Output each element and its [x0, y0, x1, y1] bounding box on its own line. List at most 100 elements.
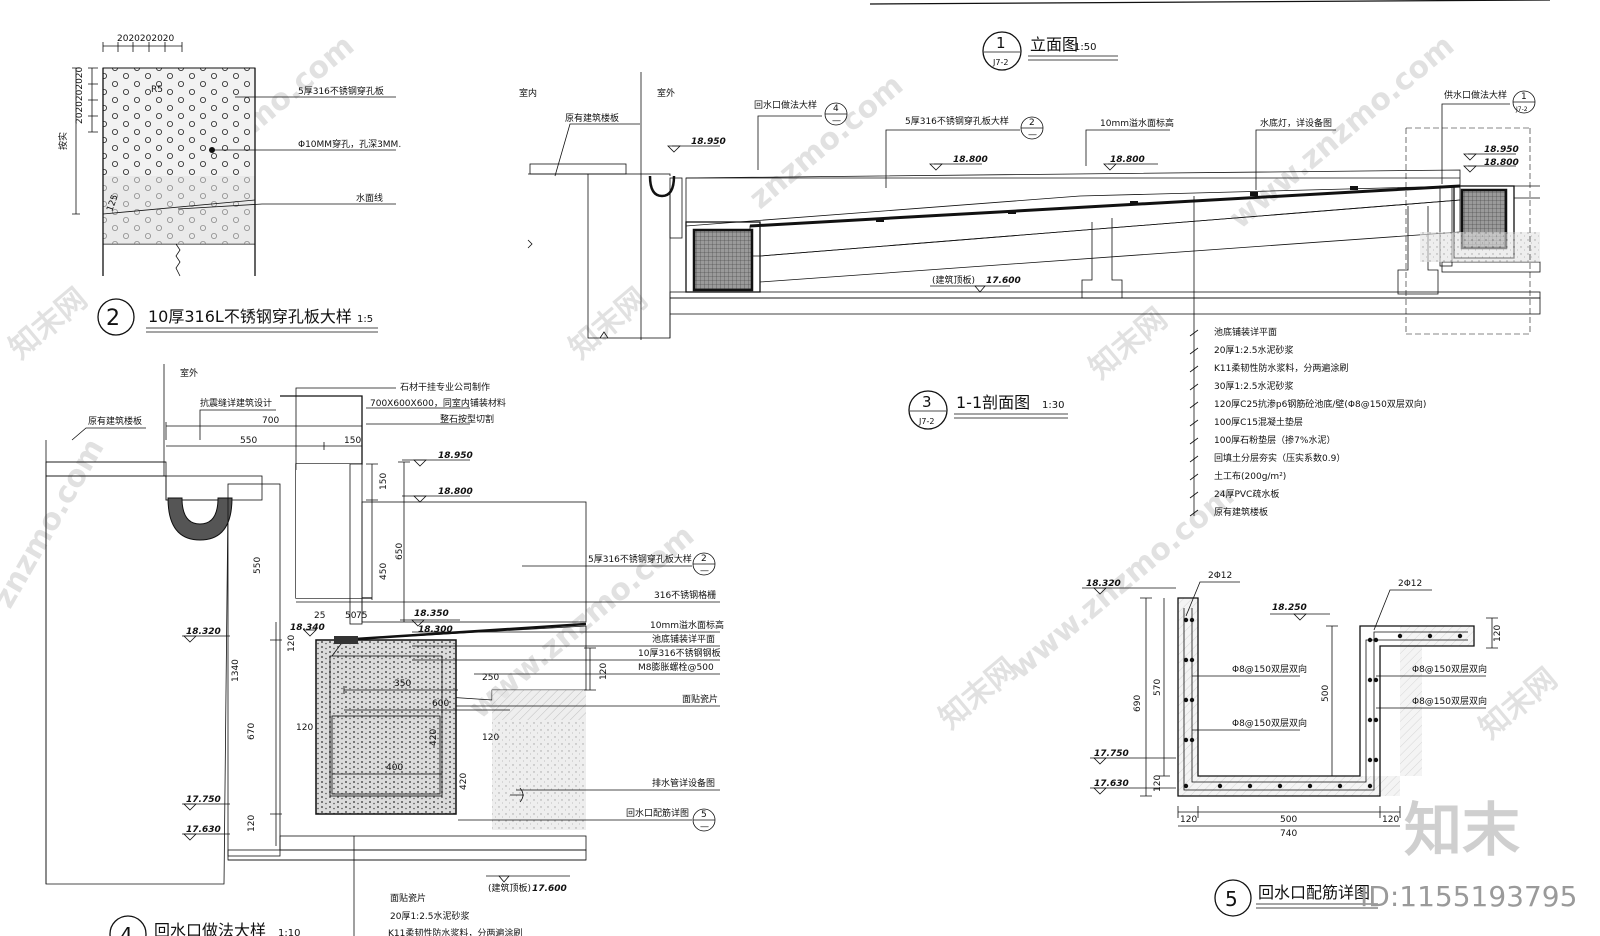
svg-text:回填土分层夯实（压实系数0.9）: 回填土分层夯实（压实系数0.9）	[1214, 452, 1345, 464]
elevation-marker: 17.600	[986, 276, 1021, 286]
watermark-id: ID:1155193795	[1360, 880, 1577, 913]
label-existing-slab: 原有建筑楼板	[565, 112, 619, 124]
section-sheet: J7-2	[918, 417, 934, 426]
svg-text:面贴瓷片: 面贴瓷片	[390, 892, 426, 904]
elevation-marker: 18.320	[1086, 579, 1121, 589]
watermark-text: 知末网	[563, 281, 654, 366]
label-cut: 整石按型切割	[440, 413, 494, 425]
elevation-marker: 18.320	[186, 627, 221, 637]
dim-text: 570	[1153, 679, 1163, 696]
dim-text: 600	[432, 699, 449, 709]
watermark-text: znzmo.com	[743, 68, 910, 216]
dim-text: 120	[296, 723, 313, 733]
rebar-label: 2Φ12	[1208, 571, 1232, 581]
elevation-roof-label: (建筑顶板)	[932, 274, 975, 286]
callout-plate-num: 2	[1029, 118, 1035, 128]
detail-number: 5	[1225, 887, 1238, 911]
detail-title: 回水口配筋详图	[1258, 883, 1370, 902]
dim-text: 690	[1133, 695, 1143, 712]
elevation-marker: 18.800	[1110, 155, 1145, 165]
detail4-note-list: 316不锈钢格栅 10mm溢水面标高 池底铺装详平面 10厚316不锈钢钢板 M…	[296, 589, 724, 791]
callout-note: 水面线	[356, 192, 383, 204]
elevation-scale: 1:50	[1074, 42, 1096, 53]
elevation-number: 1	[996, 34, 1006, 52]
callout-note: 5厚316不锈钢穿孔板	[298, 85, 384, 97]
elevation-marker: 17.630	[186, 825, 221, 835]
svg-text:100厚石粉垫层（掺7%水泥）: 100厚石粉垫层（掺7%水泥）	[1214, 434, 1335, 446]
detail-title: 10厚316L不锈钢穿孔板大样	[148, 307, 352, 326]
side-dim-text: 2020202020	[75, 66, 85, 124]
svg-text:池底铺装详平面: 池底铺装详平面	[1214, 326, 1277, 338]
dim-text: 700	[262, 416, 279, 426]
callout-note: Φ10MM穿孔，孔深3MM.	[298, 138, 401, 150]
callout-rebar-num: 5	[701, 810, 707, 820]
svg-text:面贴瓷片: 面贴瓷片	[682, 693, 718, 705]
svg-text:K11柔韧性防水浆料，分两遍涂刷: K11柔韧性防水浆料，分两遍涂刷	[1214, 362, 1348, 374]
svg-text:池底铺装详平面: 池底铺装详平面	[652, 633, 715, 645]
section-title: 1-1剖面图	[956, 393, 1030, 412]
dim-text: 740	[1280, 829, 1297, 839]
elevation-marker: 18.800	[953, 155, 988, 165]
elevation-marker: 18.950	[691, 137, 726, 147]
callout-sheet: —	[832, 116, 841, 126]
detail4-bottom-note-list: 面贴瓷片 20厚1:2.5水泥砂浆 K11柔韧性防水浆料，分两遍涂刷	[388, 892, 522, 936]
elevation-marker: 18.800	[1484, 158, 1519, 168]
dim-text: 150	[379, 473, 389, 490]
callout-supply-sheet: J7-2	[1515, 106, 1528, 113]
callout-plate: 5厚316不锈钢穿孔板大样	[588, 553, 692, 565]
dim-text: 550	[253, 557, 263, 574]
label-stone-company: 石材干挂专业公司制作	[400, 381, 490, 393]
svg-text:K11柔韧性防水浆料，分两遍涂刷: K11柔韧性防水浆料，分两遍涂刷	[388, 927, 522, 936]
dim-text: 500	[1321, 685, 1331, 702]
callout-supply-num: 1	[1521, 92, 1527, 102]
callout-sheet: —	[1028, 130, 1037, 140]
section-layer-list: 池底铺装详平面 20厚1:2.5水泥砂浆 K11柔韧性防水浆料，分两遍涂刷 30…	[1189, 326, 1426, 518]
detail-number-circle	[97, 298, 135, 336]
elevation-marker: 17.630	[1094, 779, 1129, 789]
svg-text:M8膨胀螺栓@500: M8膨胀螺栓@500	[638, 661, 714, 673]
elevation-title: 立面图	[1030, 35, 1078, 54]
brand-logo-text: 知末	[1404, 796, 1520, 864]
dim-text: 350	[394, 679, 411, 689]
dim-text: 120	[1382, 815, 1399, 825]
dim-text: 150	[344, 436, 361, 446]
svg-text:10厚316不锈钢钢板: 10厚316不锈钢钢板	[638, 647, 721, 659]
detail-title: 回水口做法大样	[154, 921, 266, 936]
label-lamp: 水底灯，详设备图	[1260, 117, 1332, 129]
elevation-marker: 18.350	[414, 609, 449, 619]
callout-sheet: —	[700, 822, 709, 832]
dim-text: 420	[429, 729, 439, 746]
svg-text:30厚1:2.5水泥砂浆: 30厚1:2.5水泥砂浆	[1214, 380, 1294, 392]
rebar-dot-icon	[1183, 617, 1463, 789]
dim-text: 400	[386, 763, 403, 773]
elevation-marker: 17.600	[532, 884, 567, 894]
svg-text:原有建筑楼板: 原有建筑楼板	[1214, 506, 1268, 518]
rebar-note: Φ8@150双层双向	[1412, 695, 1487, 707]
callout-plate: 5厚316不锈钢穿孔板大样	[905, 115, 1009, 127]
label-outdoor: 室外	[180, 367, 198, 379]
svg-text:排水管详设备图: 排水管详设备图	[652, 777, 715, 789]
svg-text:20厚1:2.5水泥砂浆: 20厚1:2.5水泥砂浆	[1214, 344, 1294, 356]
label-seismic: 抗震缝详建筑设计	[200, 397, 272, 409]
rebar-note: Φ8@150双层双向	[1232, 663, 1307, 675]
dim-text: 120	[247, 815, 257, 832]
watermark-text: www.znzmo.com	[1223, 28, 1461, 236]
dim-text: 500	[1280, 815, 1297, 825]
label-outdoor: 室外	[657, 87, 675, 99]
dim-text: 450	[379, 563, 389, 580]
callout-return-num: 4	[833, 104, 839, 114]
dim-text: 120	[1493, 625, 1503, 642]
callout-plate-num: 2	[701, 554, 707, 564]
top-dim-text: 2020202020	[117, 34, 175, 44]
detail-number: 2	[106, 306, 120, 331]
dim-text: 550	[240, 436, 257, 446]
svg-text:土工布(200g/m²): 土工布(200g/m²)	[1214, 470, 1286, 482]
svg-text:10mm溢水面标高: 10mm溢水面标高	[650, 619, 724, 631]
elevation-marker: 18.800	[438, 487, 473, 497]
detail-5-rebar: 2Φ12 2Φ12 Φ8@150双层双向 Φ8@150双层双向 Φ8@150双层…	[1082, 571, 1503, 917]
dim-text: 420	[459, 773, 469, 790]
dim-text: 650	[395, 543, 405, 560]
callout-supply: 供水口做法大样	[1444, 89, 1507, 101]
dim-text: 75	[356, 611, 367, 621]
